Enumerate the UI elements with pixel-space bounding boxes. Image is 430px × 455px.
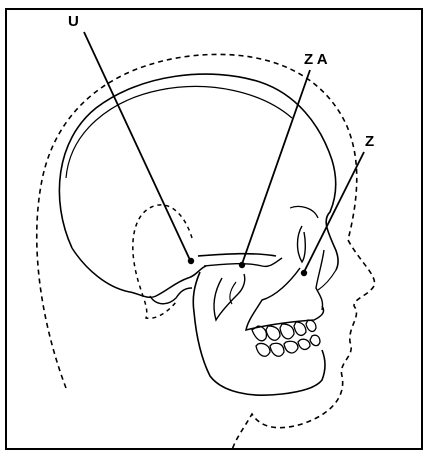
inner-vault-line	[66, 86, 292, 178]
leader-line-za	[242, 70, 310, 264]
landmark-point-u	[188, 258, 194, 264]
landmark-point-za	[239, 262, 245, 268]
nasal-bone	[318, 270, 336, 290]
nasal-outline	[316, 250, 324, 310]
label-z: Z	[365, 133, 374, 150]
figure-border	[6, 9, 422, 449]
brow-ridge	[290, 206, 318, 218]
skull-base-outline	[72, 248, 206, 297]
landmark-point-z	[301, 270, 307, 276]
orbit-outline	[298, 226, 306, 262]
leader-line-u	[84, 32, 190, 260]
zygomatic-arch-upper	[198, 254, 276, 256]
label-u: U	[68, 13, 79, 30]
coronoid-process	[230, 282, 236, 304]
ear-outline	[133, 205, 192, 318]
cranium-outline	[59, 74, 338, 270]
label-za: Z A	[304, 51, 328, 68]
